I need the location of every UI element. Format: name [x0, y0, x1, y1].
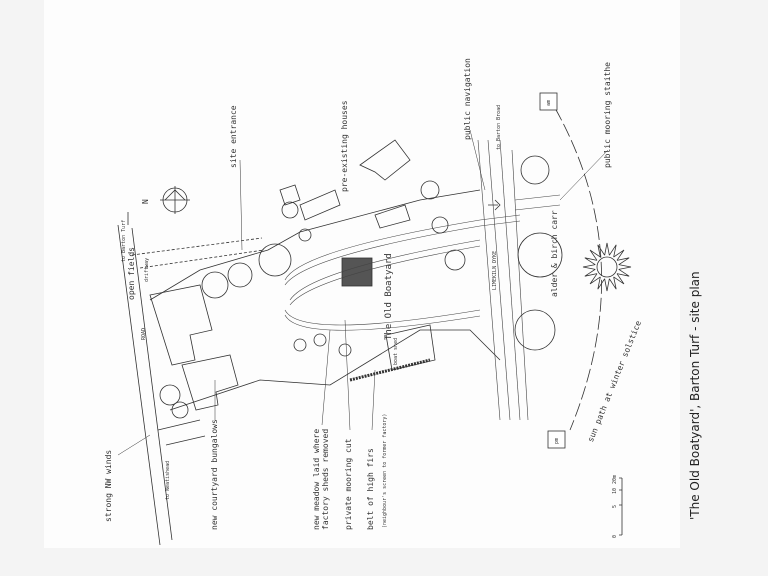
fir-belt [349, 358, 431, 382]
label-navigation: public navigation [463, 58, 472, 140]
sun-ray [604, 278, 610, 292]
sun-ray [609, 244, 617, 258]
pm-marker [547, 430, 566, 449]
plan-title: 'The Old Boatyard', Barton Turf - site p… [688, 271, 702, 520]
trees [159, 155, 563, 419]
label-driftway: driftway [144, 257, 150, 282]
scale-tick: 0 [612, 534, 618, 538]
label-am: am [546, 99, 552, 106]
label-meadow-1: new meadow laid where [312, 428, 321, 530]
label-carr: alder & birch carr [550, 210, 559, 297]
private-mooring-cut [284, 214, 521, 331]
label-strong-winds: strong NW winds [104, 449, 113, 522]
label-open-fields: open fields [127, 247, 136, 300]
label-road: ROAD [141, 327, 147, 340]
label-to-barton-broad: to Barton Broad [496, 104, 502, 150]
navigation-arrow-icon [488, 199, 501, 211]
label-bungalows: new courtyard bungalows [210, 419, 219, 530]
bungalow-block [181, 354, 239, 411]
sun-ray [613, 273, 625, 285]
sun-ray [589, 273, 601, 285]
sun-path-arc [554, 107, 602, 431]
sun-ray [597, 276, 605, 290]
driftway [131, 237, 265, 269]
label-meadow-2: factory sheds removed [321, 428, 330, 530]
bungalow-block [149, 284, 213, 366]
label-staithe: public mooring staithe [603, 62, 612, 168]
scale-tick: 10 [612, 487, 618, 494]
label-north: N [141, 199, 150, 204]
site-boundary [149, 189, 501, 411]
existing-house [374, 204, 411, 229]
sun-ray [584, 269, 598, 277]
label-to-barton-turf: to Barton Turf [121, 219, 127, 262]
sun-icon [582, 242, 632, 292]
label-dyke: LIMEKILN DYKE [492, 250, 498, 290]
sun-ray [584, 257, 598, 265]
north-arrow-icon [160, 186, 190, 214]
sun-ray [604, 242, 610, 256]
label-houses: pre-existing houses [340, 100, 349, 192]
leader-lines [117, 129, 609, 456]
sun-ray [618, 264, 632, 270]
neatishead-lane [157, 419, 206, 446]
label-firs-note: (neighbour's screen to former factory) [382, 413, 388, 528]
sun-ray [616, 257, 630, 265]
label-firs: belt of high firs [366, 448, 375, 530]
am-marker [539, 92, 558, 111]
existing-house [299, 189, 341, 221]
scale-tick: 5 [612, 504, 618, 508]
sun-ray [609, 276, 617, 290]
boatyard-house [341, 257, 373, 287]
existing-house [359, 139, 411, 181]
sun-ray [616, 269, 630, 277]
label-to-neatishead: to Neatishead [165, 460, 171, 500]
road [117, 212, 173, 546]
limekiln-dyke [477, 139, 561, 421]
scale-tick: 20m [612, 474, 618, 484]
boat-shed [385, 324, 436, 371]
label-site-entrance: site entrance [229, 105, 238, 168]
existing-house [279, 184, 301, 206]
scale-bar [619, 477, 623, 536]
label-mooring-cut: private mooring cut [344, 438, 353, 530]
sun-ray [613, 249, 625, 261]
label-boat-shed: boat shed [393, 337, 399, 365]
label-boatyard: The Old Boatyard [384, 253, 394, 340]
sun-ray [589, 249, 601, 261]
sun-ray [597, 244, 605, 258]
label-pm: pm [554, 437, 560, 444]
sun-ray [582, 264, 596, 270]
